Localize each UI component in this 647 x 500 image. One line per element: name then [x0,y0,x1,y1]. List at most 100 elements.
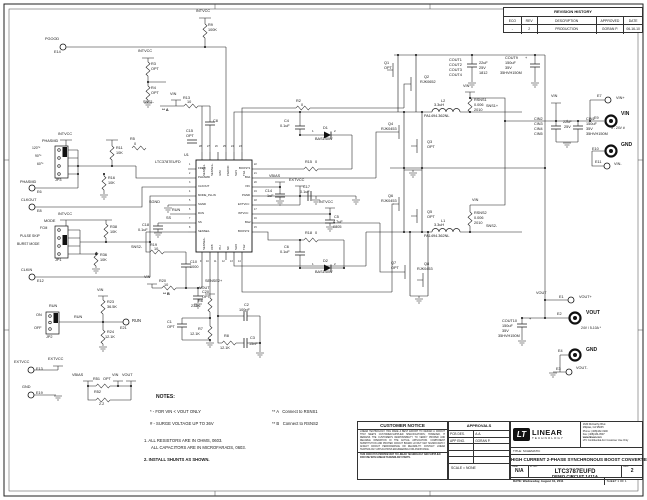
approvals-table: APPROVALS PCB DES. A.A. APP ENG. GORAN P… [448,421,510,480]
schematic-label: E9 [594,116,599,120]
revision-history-table: REVISION HISTORY ECO REV DESCRIPTION APP… [503,7,643,34]
schematic-label: 10K [100,258,107,262]
schematic-label: CLKOUT [198,184,210,188]
schematic-label: INTVCC [138,49,153,53]
schematic-label: 35HVH150M [500,71,522,75]
schematic-label: C6 [284,245,289,249]
schematic-label: Q1 [384,61,390,65]
schematic-label: 35HVH150M [586,132,608,136]
schematic-label: + [529,317,532,321]
schematic-label: VOUT [586,310,600,316]
schematic-label: VBIAS [269,174,281,178]
schematic-label: RUN [132,318,142,323]
schematic-label: PGOOD [226,165,230,176]
schematic-label: INTVCC [58,132,73,136]
schematic-label: COUT2 [449,63,462,67]
schematic-label: 0 [315,231,318,235]
mosfet-symbols [387,55,429,296]
schematic-label: 15nF [249,342,258,346]
terminal-turret [59,43,67,51]
schematic-label: C14 [265,189,272,193]
schematic-label: R38 [110,225,117,229]
schematic-label: 100K [208,28,217,32]
schematic-label: ON [36,313,42,317]
junction-dot [76,172,80,176]
schematic-label: E1 [559,295,564,299]
schematic-label: 8 [189,226,191,229]
schematic-label: C4 [284,119,289,123]
junction-dot [110,164,114,168]
schematic-label: C17 [303,185,310,189]
schematic-label: 18 [254,199,257,202]
schematic-label: VIN [144,275,151,279]
junction-dot [102,172,106,176]
schematic-label: 10 [164,283,169,287]
schematic-label: 1 [312,129,314,133]
terminal-turret [604,96,612,104]
schematic-label: COUT4 [449,73,462,77]
schematic-label: SGND [149,200,160,204]
schematic-label: PHASMD [198,175,210,179]
schematic-label: L2 [441,99,446,103]
schematic-label: 36.5K [107,305,117,309]
terminal-jack-center [609,119,613,123]
schematic-label: 21 [254,172,257,175]
approvals-scale: SCALE = NONE [451,465,476,470]
date-label: DATE: [513,479,522,483]
schematic-label: COUT3 [449,68,462,72]
schematic-label: SW2 [234,243,238,250]
schematic-label: R11 [116,146,123,150]
note-1a: 1. ALL RESISTORS ARE IN OHMS, 0603. [144,438,223,443]
schematic-label: VOUT [199,286,210,290]
schematic-label: JP1 [55,258,62,262]
rev-cell-rev: 2 [522,25,538,34]
junction-dot [543,298,547,302]
schematic-label: E11 [595,160,602,164]
schematic-label: E4 [558,349,563,353]
schematic-label: 35V [586,127,593,131]
schematic-label: R13 [183,96,190,100]
schematic-label: 13 [230,260,233,263]
jumper-header [54,225,69,259]
note-1b: ALL CAPACITORS ARE IN MICROFARADS, 0603. [151,445,246,450]
junction-dot [543,316,547,320]
schematic-label: E13 [36,367,43,371]
schematic-label: VIN [112,373,119,377]
schematic-label: EXTVCC [289,178,305,182]
schematic-label: 3.3uH [434,103,445,107]
schematic-label: 25 [223,145,226,148]
size-label: SIZE [512,466,518,468]
schematic-label: OPT [427,145,435,149]
junction-dot [278,185,282,189]
schematic-label: SS [166,216,172,220]
capacitor-symbols [153,63,583,348]
schematic-label: SS [198,220,202,224]
schematic-label: R7 [198,327,203,331]
schematic-label: 12 [222,260,225,263]
rev-cell-eco: - [504,25,522,34]
schematic-label: 20 [254,181,257,184]
linear-technology-logo-icon: LT [513,428,530,441]
schematic-label: E10 [592,147,599,151]
diode-d2-icon [324,264,331,272]
schematic-label: 1 [312,262,314,266]
schematic-label: GND [621,142,633,148]
junction-dot [298,194,302,198]
schematic-label: FREQ [198,166,206,170]
schematic-label: R18 [305,231,312,235]
schematic-label: VOUT [536,291,547,295]
schematic-label: 26 [215,145,218,148]
schematic-label: D2 [323,259,328,263]
terminal-turret [27,391,35,399]
schematic-label: R8 [224,334,229,338]
schematic-label: ** A [162,108,169,112]
schematic-label: 60°* [37,162,44,166]
schematic-label: R19 [150,243,157,247]
schematic-label: + [566,119,569,123]
schematic-label: Q3 [427,140,433,144]
terminal-turret [28,184,36,192]
schematic-label: 2 [334,129,336,133]
rev-col-description: DESCRIPTION [538,17,597,24]
junction-dot [116,384,120,388]
schematic-label: C2 [244,303,249,307]
